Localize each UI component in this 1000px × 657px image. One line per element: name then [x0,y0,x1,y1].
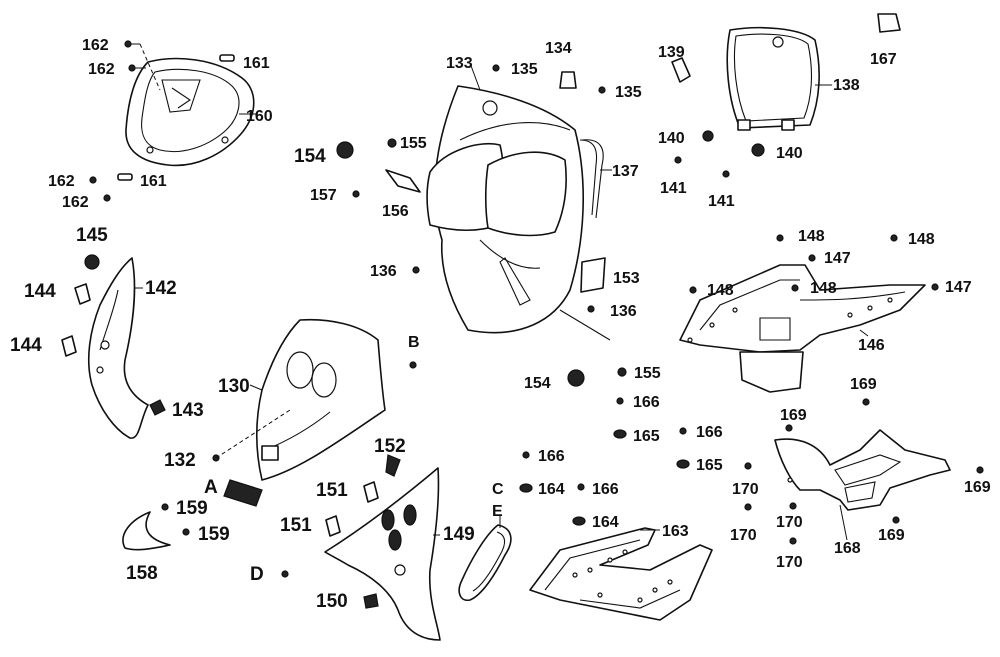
label-146: 146 [858,337,885,354]
label-150: 150 [316,591,348,612]
part-137-rod [581,139,604,219]
label-147: 147 [824,250,851,267]
label-144: 144 [10,335,42,356]
part-158-trim [122,511,171,551]
label-148: 148 [810,280,837,297]
label-162: 162 [82,37,109,54]
label-170: 170 [776,514,803,531]
label-148: 148 [798,228,825,245]
label-158: 158 [126,563,158,584]
label-166: 166 [696,424,723,441]
part-trim-ring-E [458,524,512,602]
label-147: 147 [945,279,972,296]
label-139: 139 [658,44,685,61]
label-162: 162 [48,173,75,190]
label-160: 160 [246,108,273,125]
label-136: 136 [370,263,397,280]
label-145: 145 [76,225,108,246]
label-133: 133 [446,55,473,72]
label-137: 137 [612,163,639,180]
part-130-front-panel [255,318,386,481]
label-ref-d: D [250,564,264,585]
part-149-front-cover [324,467,441,641]
label-148: 148 [908,231,935,248]
label-132: 132 [164,450,196,471]
label-142: 142 [145,278,177,299]
part-142-side-panel [87,257,149,439]
label-154: 154 [524,375,551,392]
label-155: 155 [634,365,661,382]
label-163: 163 [662,523,689,540]
label-166: 166 [633,394,660,411]
label-140: 140 [658,130,685,147]
label-169: 169 [964,479,991,496]
part-153-plate [580,257,606,293]
label-170: 170 [732,481,759,498]
label-138: 138 [833,77,860,94]
label-169: 169 [878,527,905,544]
label-154: 154 [294,146,326,167]
part-133-leg-shield [426,85,611,341]
label-169: 169 [850,376,877,393]
label-140: 140 [776,145,803,162]
part-146-floor-frame [679,264,926,393]
part-163-floor-plate [529,527,713,621]
label-ref-c: C [492,481,504,498]
label-134: 134 [545,40,572,57]
label-159: 159 [176,498,208,519]
label-130: 130 [218,376,250,397]
fasteners [61,13,984,609]
label-ref-b: B [408,334,420,351]
label-166: 166 [592,481,619,498]
part-grille-A [223,479,263,507]
label-159: 159 [198,524,230,545]
label-148: 148 [707,282,734,299]
part-160-handlebar-cover [125,57,255,167]
label-161: 161 [243,55,270,72]
label-162: 162 [62,194,89,211]
label-168: 168 [834,540,861,557]
label-170: 170 [730,527,757,544]
label-135: 135 [615,84,642,101]
label-143: 143 [172,400,204,421]
label-141: 141 [708,193,735,210]
label-ref-e: E [492,503,503,520]
label-157: 157 [310,187,337,204]
label-164: 164 [538,481,565,498]
label-135: 135 [511,61,538,78]
label-162: 162 [88,61,115,78]
label-164: 164 [592,514,619,531]
label-151: 151 [280,515,312,536]
label-166: 166 [538,448,565,465]
label-141: 141 [660,180,687,197]
label-161: 161 [140,173,167,190]
label-165: 165 [696,457,723,474]
label-153: 153 [613,270,640,287]
label-149: 149 [443,524,475,545]
label-169: 169 [780,407,807,424]
part-138-lid [726,26,820,131]
label-167: 167 [870,51,897,68]
label-ref-a: A [204,477,218,498]
label-136: 136 [610,303,637,320]
label-144: 144 [24,281,56,302]
label-165: 165 [633,428,660,445]
label-156: 156 [382,203,409,220]
label-152: 152 [374,436,406,457]
label-151: 151 [316,480,348,501]
label-155: 155 [400,135,427,152]
part-labels: 162 162 161 160 162 161 162 145 144 142 … [10,37,991,612]
label-170: 170 [776,554,803,571]
part-168-under-cover [774,429,951,511]
leader-lines [134,43,869,541]
